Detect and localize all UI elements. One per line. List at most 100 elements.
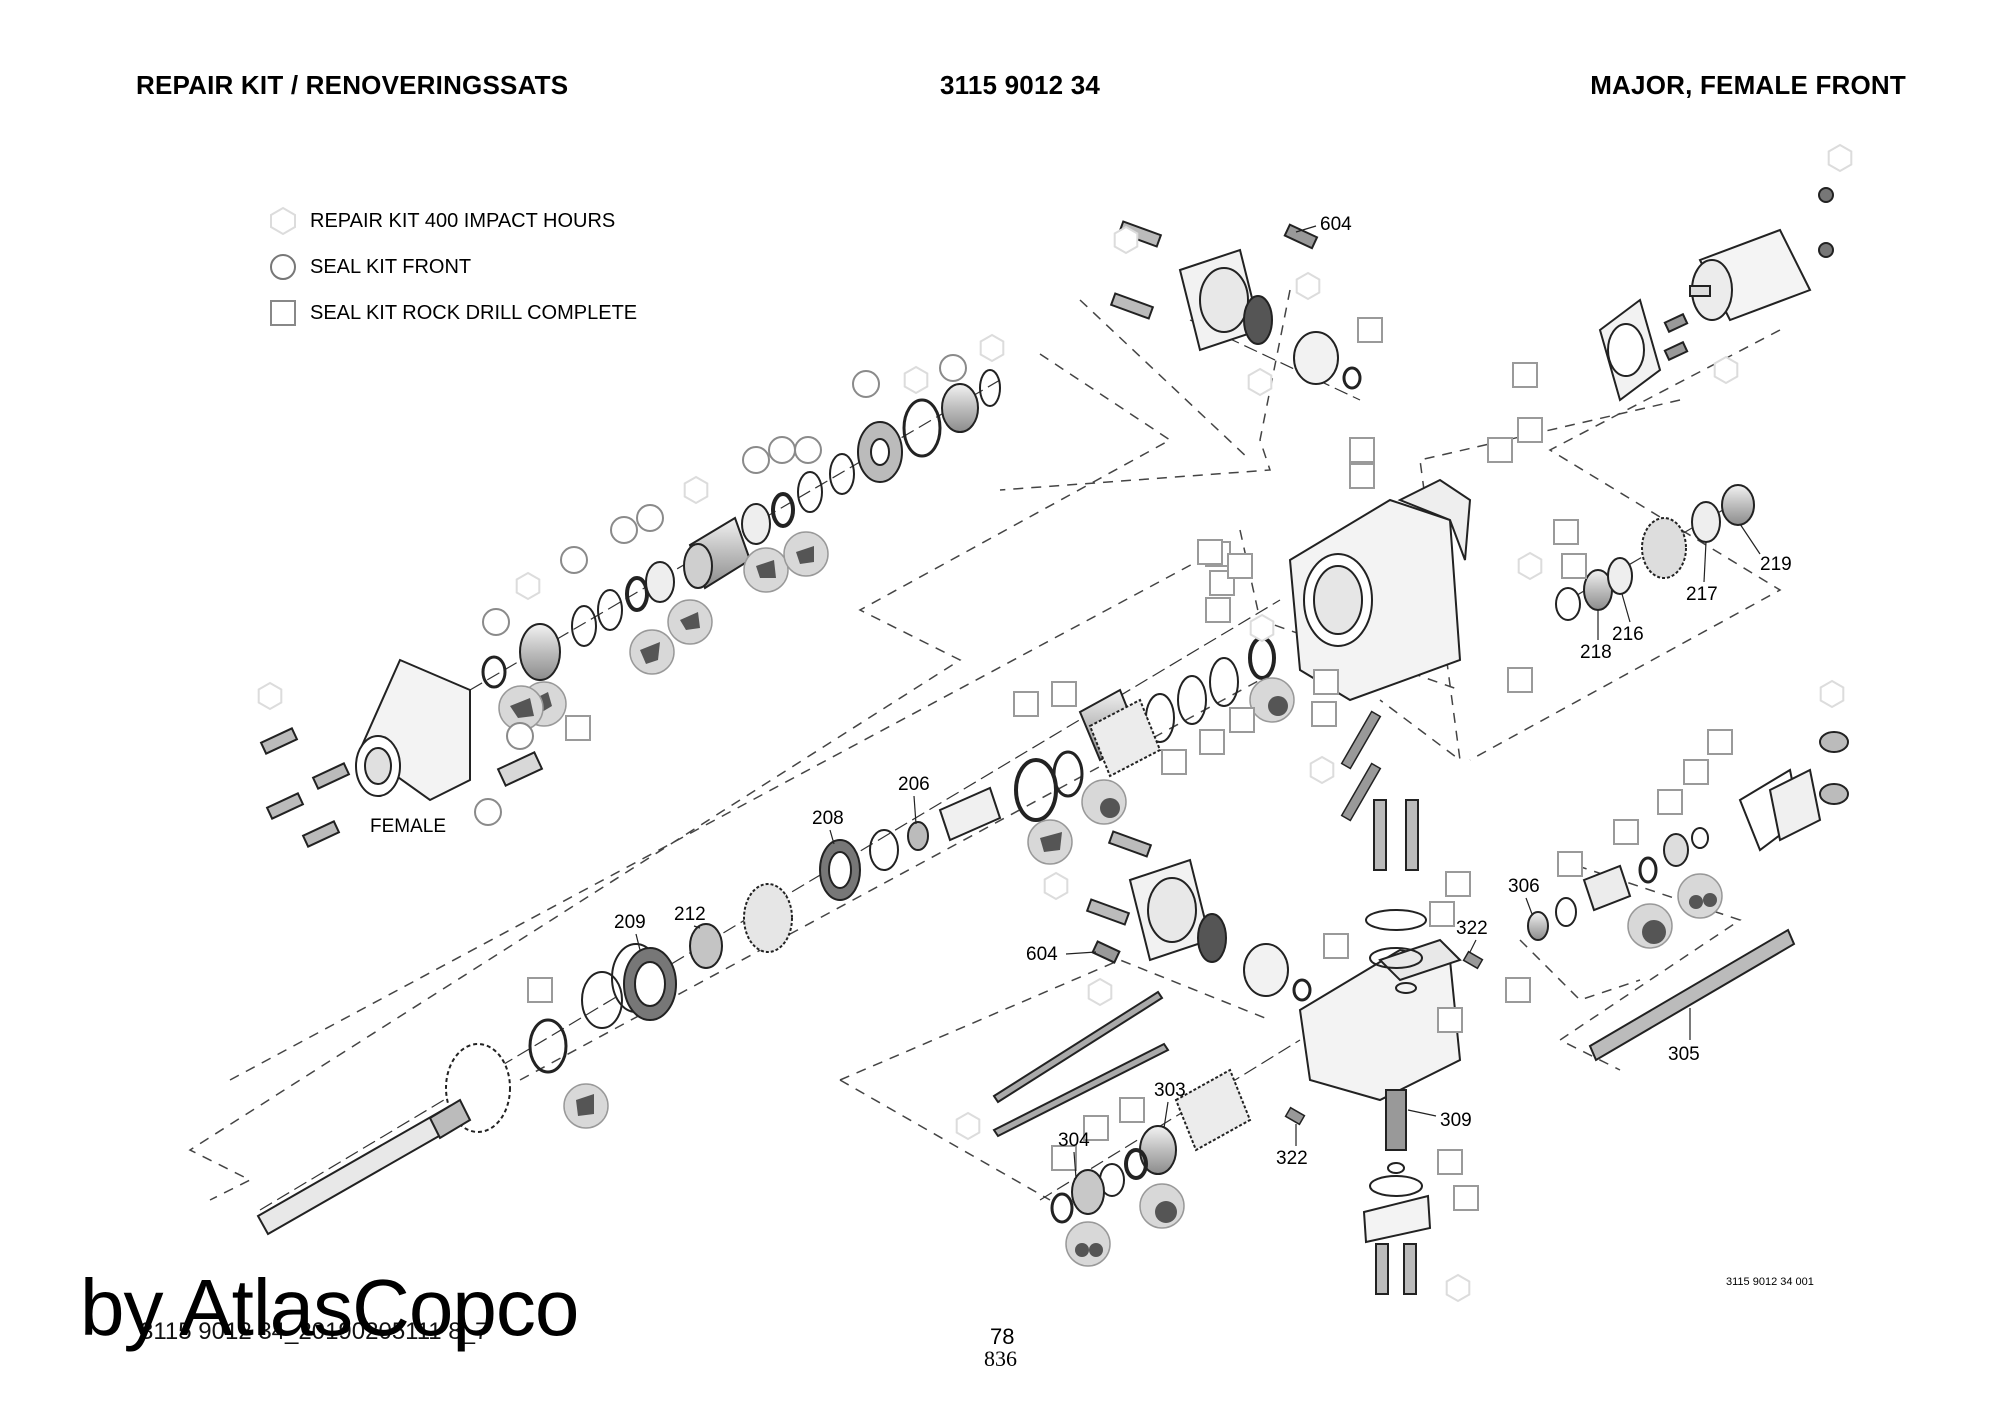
page-total: 836: [984, 1346, 1017, 1371]
square-icon: [1683, 759, 1709, 785]
piston-305: [1588, 928, 1796, 1062]
hexagon-icon: [1309, 755, 1335, 785]
gear: [1641, 517, 1687, 579]
square-icon: [270, 300, 296, 326]
part-number-216: 216: [1612, 624, 1644, 645]
hydraulic-motor-assembly: [1598, 187, 1834, 402]
square-icon: [1553, 519, 1579, 545]
bolt: [1109, 292, 1155, 320]
seal-ring: [625, 576, 649, 612]
o-ring: [571, 605, 597, 647]
valve-cover: [1362, 1194, 1432, 1244]
legend-item-seal-kit-front: SEAL KIT FRONT: [268, 252, 471, 282]
seal-ring: [771, 492, 795, 528]
hexagon-icon: [979, 333, 1005, 363]
end-cap: [1293, 331, 1339, 385]
square-icon: [1507, 667, 1533, 693]
guide-ring: [645, 561, 675, 603]
motor-diaphragm: [1243, 295, 1273, 345]
seal-profile-details-middle: [498, 677, 1723, 1267]
end-plate: [1768, 768, 1822, 842]
part-number-309: 309: [1440, 1110, 1472, 1131]
square-icon: [1613, 819, 1639, 845]
square-icon: [1657, 789, 1683, 815]
hexagon-icon: [1827, 143, 1853, 173]
square-icon: [1229, 707, 1255, 733]
square-icon: [1205, 597, 1231, 623]
header-kit-number: 3115 9012 34: [940, 70, 1101, 100]
square-icon: [1517, 417, 1543, 443]
main-housing: [1288, 478, 1472, 702]
valve-309: [1385, 1089, 1407, 1151]
square-icon: [1051, 681, 1077, 707]
seal-profile-details-upper: [521, 531, 829, 727]
square-icon: [1445, 871, 1471, 897]
nut: [1818, 242, 1834, 258]
square-icon: [1505, 977, 1531, 1003]
circle-icon: [636, 504, 664, 532]
bushing-219: [1721, 484, 1755, 526]
square-icon: [1561, 553, 1587, 579]
square-icon: [1453, 1185, 1479, 1211]
plug-604: [1283, 223, 1319, 250]
header-variant: MAJOR, FEMALE FRONT: [1590, 70, 1906, 100]
square-icon: [1357, 317, 1383, 343]
circle-icon: [482, 608, 510, 636]
nut: [1818, 187, 1834, 203]
leader-lines: [635, 225, 1761, 1179]
part-number-306: 306: [1508, 876, 1540, 897]
legend-label: REPAIR KIT 400 IMPACT HOURS: [310, 209, 616, 232]
front-bushing: [519, 623, 561, 681]
square-icon: [1227, 553, 1253, 579]
top-cover: [1365, 909, 1427, 931]
gear-train: [1555, 484, 1755, 621]
part-number-212: 212: [674, 904, 706, 925]
circle-icon: [939, 354, 967, 382]
damper-stack: [1050, 1068, 1252, 1224]
hexagon-icon: [1295, 271, 1321, 301]
hexagon-icon: [257, 681, 283, 711]
pins: [1284, 710, 1484, 1126]
seal-ring: [481, 655, 507, 689]
rotation-motor-flange-upper: [1109, 220, 1362, 390]
valve-306-stack: [1527, 731, 1849, 941]
bushing-217: [1691, 501, 1721, 543]
front-seal-stack: [259, 369, 1001, 848]
seal-housing: [683, 516, 752, 590]
o-ring: [597, 589, 623, 631]
hexagon-icon: [1087, 977, 1113, 1007]
square-icon: [1512, 362, 1538, 388]
square-icon: [1429, 901, 1455, 927]
hexagon-icon: [1247, 367, 1273, 397]
square-icon: [527, 977, 553, 1003]
part-number-304: 304: [1058, 1130, 1090, 1151]
legend-item-seal-kit-complete: SEAL KIT ROCK DRILL COMPLETE: [268, 298, 637, 328]
bushing-206: [907, 821, 929, 851]
drive-line: [445, 698, 1162, 1133]
o-ring: [797, 471, 823, 513]
bottom-valve-cover: [1362, 1089, 1432, 1295]
square-icon: [1707, 729, 1733, 755]
square-icon: [1161, 749, 1187, 775]
square-icon: [565, 715, 591, 741]
front-head-housing: [355, 658, 471, 802]
hexagon-icon: [270, 206, 296, 236]
hexagon-icon: [1517, 551, 1543, 581]
part-number-219: 219: [1760, 554, 1792, 575]
legend-label: SEAL KIT FRONT: [310, 255, 472, 278]
kit-markers: [257, 143, 1853, 1303]
square-icon: [1083, 1115, 1109, 1141]
hexagon-icon: [1445, 1273, 1471, 1303]
part-number-305: 305: [1668, 1044, 1700, 1065]
document-code: 3115 9012 34_20190205111 8_7: [140, 1318, 489, 1345]
square-icon: [1311, 701, 1337, 727]
female-variant-label: FEMALE: [370, 816, 447, 837]
hexagon-icon: [1113, 225, 1139, 255]
square-icon: [1313, 669, 1339, 695]
square-icon: [1487, 437, 1513, 463]
square-icon: [1349, 463, 1375, 489]
circle-icon: [270, 254, 296, 280]
circle-icon: [768, 436, 796, 464]
page-number: 78: [990, 1324, 1015, 1349]
